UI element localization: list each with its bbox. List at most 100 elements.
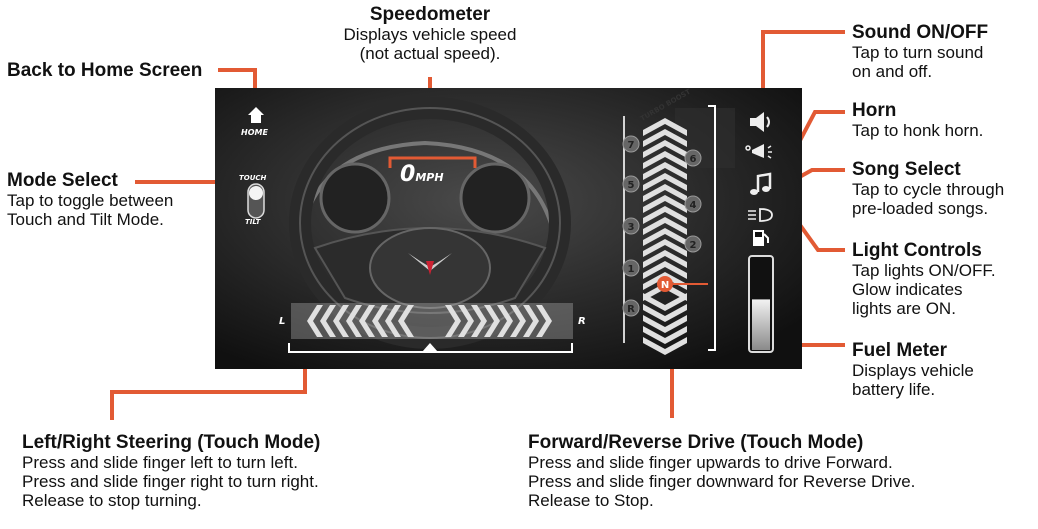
gear-number: 1 (628, 264, 635, 275)
gear-number: 2 (690, 240, 697, 251)
callout-desc: Tap lights ON/OFF. (852, 261, 996, 280)
drive-forward-chevron (643, 228, 687, 246)
drive-reverse-chevron (643, 293, 687, 311)
mode-touch-label: TOUCH (239, 174, 267, 182)
gear-marker (684, 149, 702, 167)
callout-horn: Horn Tap to honk horn. (852, 100, 983, 140)
callout-desc: Tap to toggle between (7, 191, 174, 210)
callout-desc: Release to Stop. (528, 491, 654, 510)
callout-desc: on and off. (852, 62, 933, 81)
callout-desc: Press and slide finger left to turn left… (22, 453, 298, 472)
callout-mode: Mode Select Tap to toggle between Touch … (7, 170, 173, 229)
leader-light (793, 216, 845, 252)
callout-title: Sound ON/OFF (852, 22, 989, 43)
drive-forward-chevron (643, 173, 687, 191)
gear-number: 3 (628, 222, 635, 233)
callout-desc: battery life. (852, 380, 936, 399)
callout-song: Song Select Tap to cycle through pre-loa… (852, 159, 1004, 218)
drive-forward-chevron (643, 195, 687, 213)
music-note-icon[interactable] (750, 172, 772, 195)
drive-forward-chevron (643, 162, 687, 180)
callout-title: Horn (852, 100, 897, 121)
steer-right-chevron (497, 305, 513, 337)
speed-value: 0 (400, 162, 416, 187)
steer-right-chevron (445, 305, 461, 337)
gear-number: 5 (628, 180, 635, 191)
callout-home: Back to Home Screen (7, 60, 202, 81)
callout-desc: Press and slide finger right to turn rig… (22, 472, 319, 491)
leader-steering (110, 360, 307, 420)
gear-marker (622, 259, 640, 277)
drive-forward-chevron (643, 184, 687, 202)
gear-number: 7 (628, 140, 635, 151)
neutral-marker (657, 276, 673, 292)
steer-left-chevron (320, 305, 336, 337)
steer-left-chevron (346, 305, 362, 337)
steer-right-chevron (484, 305, 500, 337)
callout-steering: Left/Right Steering (Touch Mode) Press a… (22, 432, 320, 510)
mode-toggle-switch[interactable] (247, 183, 265, 219)
gear-marker (622, 217, 640, 235)
callout-desc: lights are ON. (852, 299, 956, 318)
drive-forward-chevron (643, 272, 687, 290)
fuel-pump-icon (753, 230, 769, 246)
callout-desc: Tap to honk horn. (852, 121, 984, 140)
callout-title: Left/Right Steering (Touch Mode) (22, 432, 321, 453)
gear-marker (684, 195, 702, 213)
callout-desc: Touch and Tilt Mode. (7, 210, 164, 229)
callout-desc: Displays vehicle speed (343, 25, 517, 44)
headlight-icon[interactable] (748, 208, 773, 222)
mode-tilt-label: TILT (245, 218, 261, 226)
drive-forward-chevron (643, 140, 687, 158)
callout-title: Mode Select (7, 170, 118, 191)
callout-sound: Sound ON/OFF Tap to turn sound on and of… (852, 22, 988, 81)
callout-desc: Tap to cycle through (852, 180, 1005, 199)
drive-forward-chevron (643, 239, 687, 257)
callout-title: Speedometer (369, 4, 491, 25)
steering-wheel-icon (289, 97, 571, 349)
steer-left-chevron (359, 305, 375, 337)
callout-fuel: Fuel Meter Displays vehicle battery life… (852, 340, 974, 399)
steer-right-chevron (536, 305, 552, 337)
home-icon[interactable] (248, 107, 264, 123)
callout-desc: (not actual speed). (359, 44, 501, 63)
steer-left-label: L (279, 316, 286, 327)
callout-title: Forward/Reverse Drive (Touch Mode) (528, 432, 864, 453)
steer-left-chevron (372, 305, 388, 337)
neutral-label: N (661, 280, 669, 291)
drive-forward-chevron (643, 129, 687, 147)
fuel-meter (748, 255, 774, 353)
speed-readout: 0MPH (400, 162, 444, 187)
leader-horn (793, 110, 845, 151)
steer-right-chevron (523, 305, 539, 337)
gear-marker (622, 135, 640, 153)
callout-desc: Tap to turn sound (852, 43, 984, 62)
speaker-icon[interactable] (750, 112, 770, 132)
home-label: HOME (241, 128, 268, 137)
horn-icon[interactable] (745, 144, 772, 159)
steer-left-chevron (385, 305, 401, 337)
drive-forward-chevron (643, 118, 687, 136)
callout-desc: pre-loaded songs. (852, 199, 989, 218)
drive-forward-chevron (643, 151, 687, 169)
steer-right-chevron (471, 305, 487, 337)
callout-title: Fuel Meter (852, 340, 948, 361)
corvette-logo-icon (408, 253, 452, 275)
steer-left-chevron (307, 305, 323, 337)
drive-reverse-chevron (643, 337, 687, 355)
drive-forward-chevron (643, 250, 687, 268)
speed-unit: MPH (415, 171, 444, 184)
gear-marker (684, 235, 702, 253)
callout-title: Light Controls (852, 240, 982, 261)
callout-light: Light Controls Tap lights ON/OFF. Glow i… (852, 240, 996, 318)
callout-desc: Glow indicates (852, 280, 963, 299)
drive-forward-chevron (643, 217, 687, 235)
callout-desc: Press and slide finger upwards to drive … (528, 453, 893, 472)
callout-speedometer: Speedometer Displays vehicle speed (not … (310, 4, 550, 63)
gear-marker (622, 175, 640, 193)
callout-title: Song Select (852, 159, 961, 180)
drive-reverse-chevron (643, 315, 687, 333)
reverse-marker (622, 299, 640, 317)
